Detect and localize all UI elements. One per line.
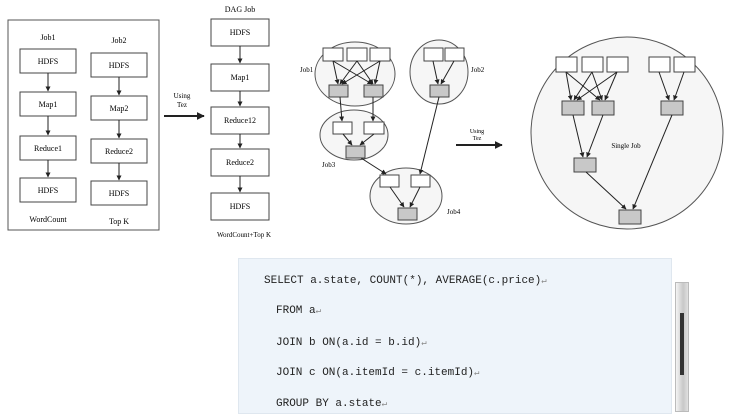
code-line-1: SELECT a.state, COUNT(*), AVERAGE(c.pric… (264, 275, 547, 287)
code-line-2: FROM a↵ (276, 305, 322, 317)
vertical-scrollbar[interactable] (675, 282, 689, 412)
job2-title: Job2 (111, 36, 126, 45)
arrow2-label-tez: Tez (473, 136, 482, 142)
single-job-label: Single Job (611, 142, 641, 150)
multi-job4-label: Job4 (447, 208, 461, 216)
arrow1-label-using: Using (174, 92, 191, 100)
job1-step-hdfs-out: HDFS (38, 186, 58, 195)
dag-job-caption: WordCount+Top K (217, 231, 271, 239)
sql-code-panel: SELECT a.state, COUNT(*), AVERAGE(c.pric… (238, 258, 672, 414)
dag-job-column: HDFS Map1 Reduce12 Reduce2 HDFS (210, 18, 270, 221)
job1-step-reduce: Reduce1 (34, 144, 62, 153)
dag-step-hdfs-in: HDFS (230, 28, 250, 37)
footer-wordcount: WordCount (29, 215, 67, 224)
dag-step-reduce2: Reduce2 (226, 158, 254, 167)
single-job-graph (530, 36, 724, 230)
code-line-3: JOIN b ON(a.id = b.id)↵ (276, 337, 427, 349)
multi-job1-label: Job1 (300, 66, 314, 74)
dag-job-title: DAG Job (225, 5, 255, 14)
job2-step-hdfs-in: HDFS (109, 61, 129, 70)
job1-step-map: Map1 (39, 100, 58, 109)
job2-column: HDFS Map2 Reduce2 HDFS (90, 52, 148, 206)
multi-job-graph (314, 39, 469, 225)
code-line-4: JOIN c ON(a.itemId = c.itemId)↵ (276, 367, 480, 379)
job2-step-reduce: Reduce2 (105, 147, 133, 156)
job2-step-map: Map2 (110, 104, 129, 113)
job2-step-hdfs-out: HDFS (109, 189, 129, 198)
dag-step-reduce12: Reduce12 (224, 116, 256, 125)
multi-job3-label: Job3 (322, 161, 336, 169)
job1-title: Job1 (40, 33, 55, 42)
dag-step-hdfs-out: HDFS (230, 202, 250, 211)
arrow1-label-tez: Tez (177, 101, 187, 109)
job1-column: HDFS Map1 Reduce1 HDFS (19, 48, 77, 203)
code-line-5: GROUP BY a.state↵ (276, 398, 388, 410)
scrollbar-thumb[interactable] (680, 313, 684, 375)
arrow2-label-using: Using (470, 129, 484, 135)
footer-topk: Top K (109, 217, 129, 226)
dag-step-map: Map1 (231, 73, 250, 82)
multi-job2-label: Job2 (471, 66, 485, 74)
job1-step-hdfs-in: HDFS (38, 57, 58, 66)
